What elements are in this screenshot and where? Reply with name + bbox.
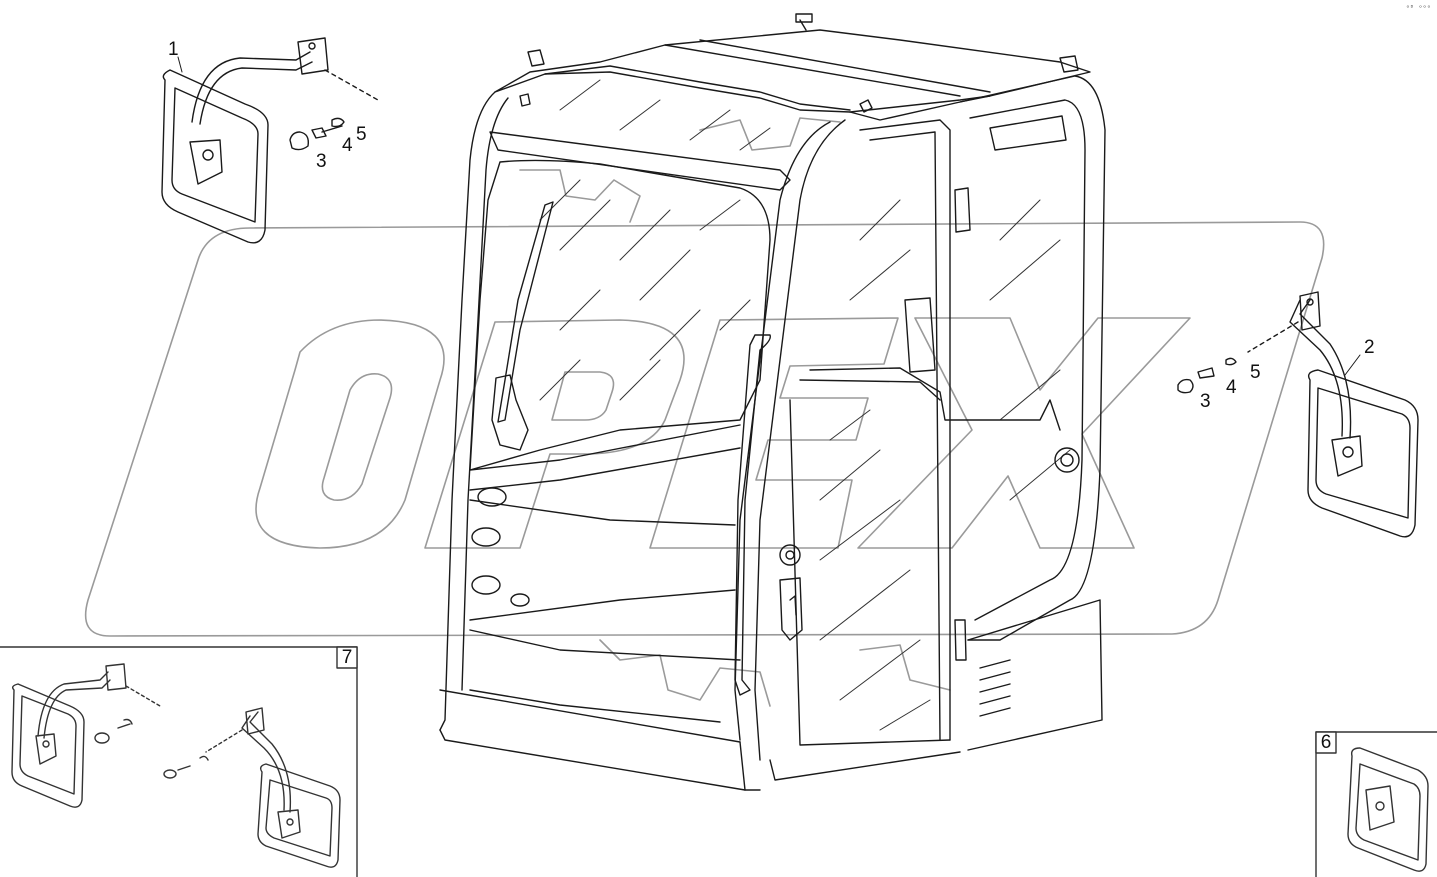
callout-5-right: 5 [1250,362,1261,383]
callout-1: 1 [168,39,179,60]
inset-box-7 [0,646,358,877]
watermark-logo [84,117,1325,707]
callout-3-left: 3 [316,151,327,172]
mirror-assembly-right [1177,291,1419,538]
corner-mark: ᵒᴰ ᵒᵒᵒ [1405,4,1431,12]
callout-2: 2 [1364,337,1375,358]
mirror-assembly-left [161,37,379,244]
callout-4-left: 4 [342,135,353,156]
callout-4-right: 4 [1226,377,1237,398]
inset-box-7-number: 7 [341,647,353,668]
inset-box-6-number: 6 [1320,732,1332,753]
inset-box-6 [1315,731,1437,877]
callout-5-left: 5 [356,124,367,145]
callout-3-right: 3 [1200,391,1211,412]
leader-lines [177,56,1361,376]
cab-assembly [439,13,1106,791]
